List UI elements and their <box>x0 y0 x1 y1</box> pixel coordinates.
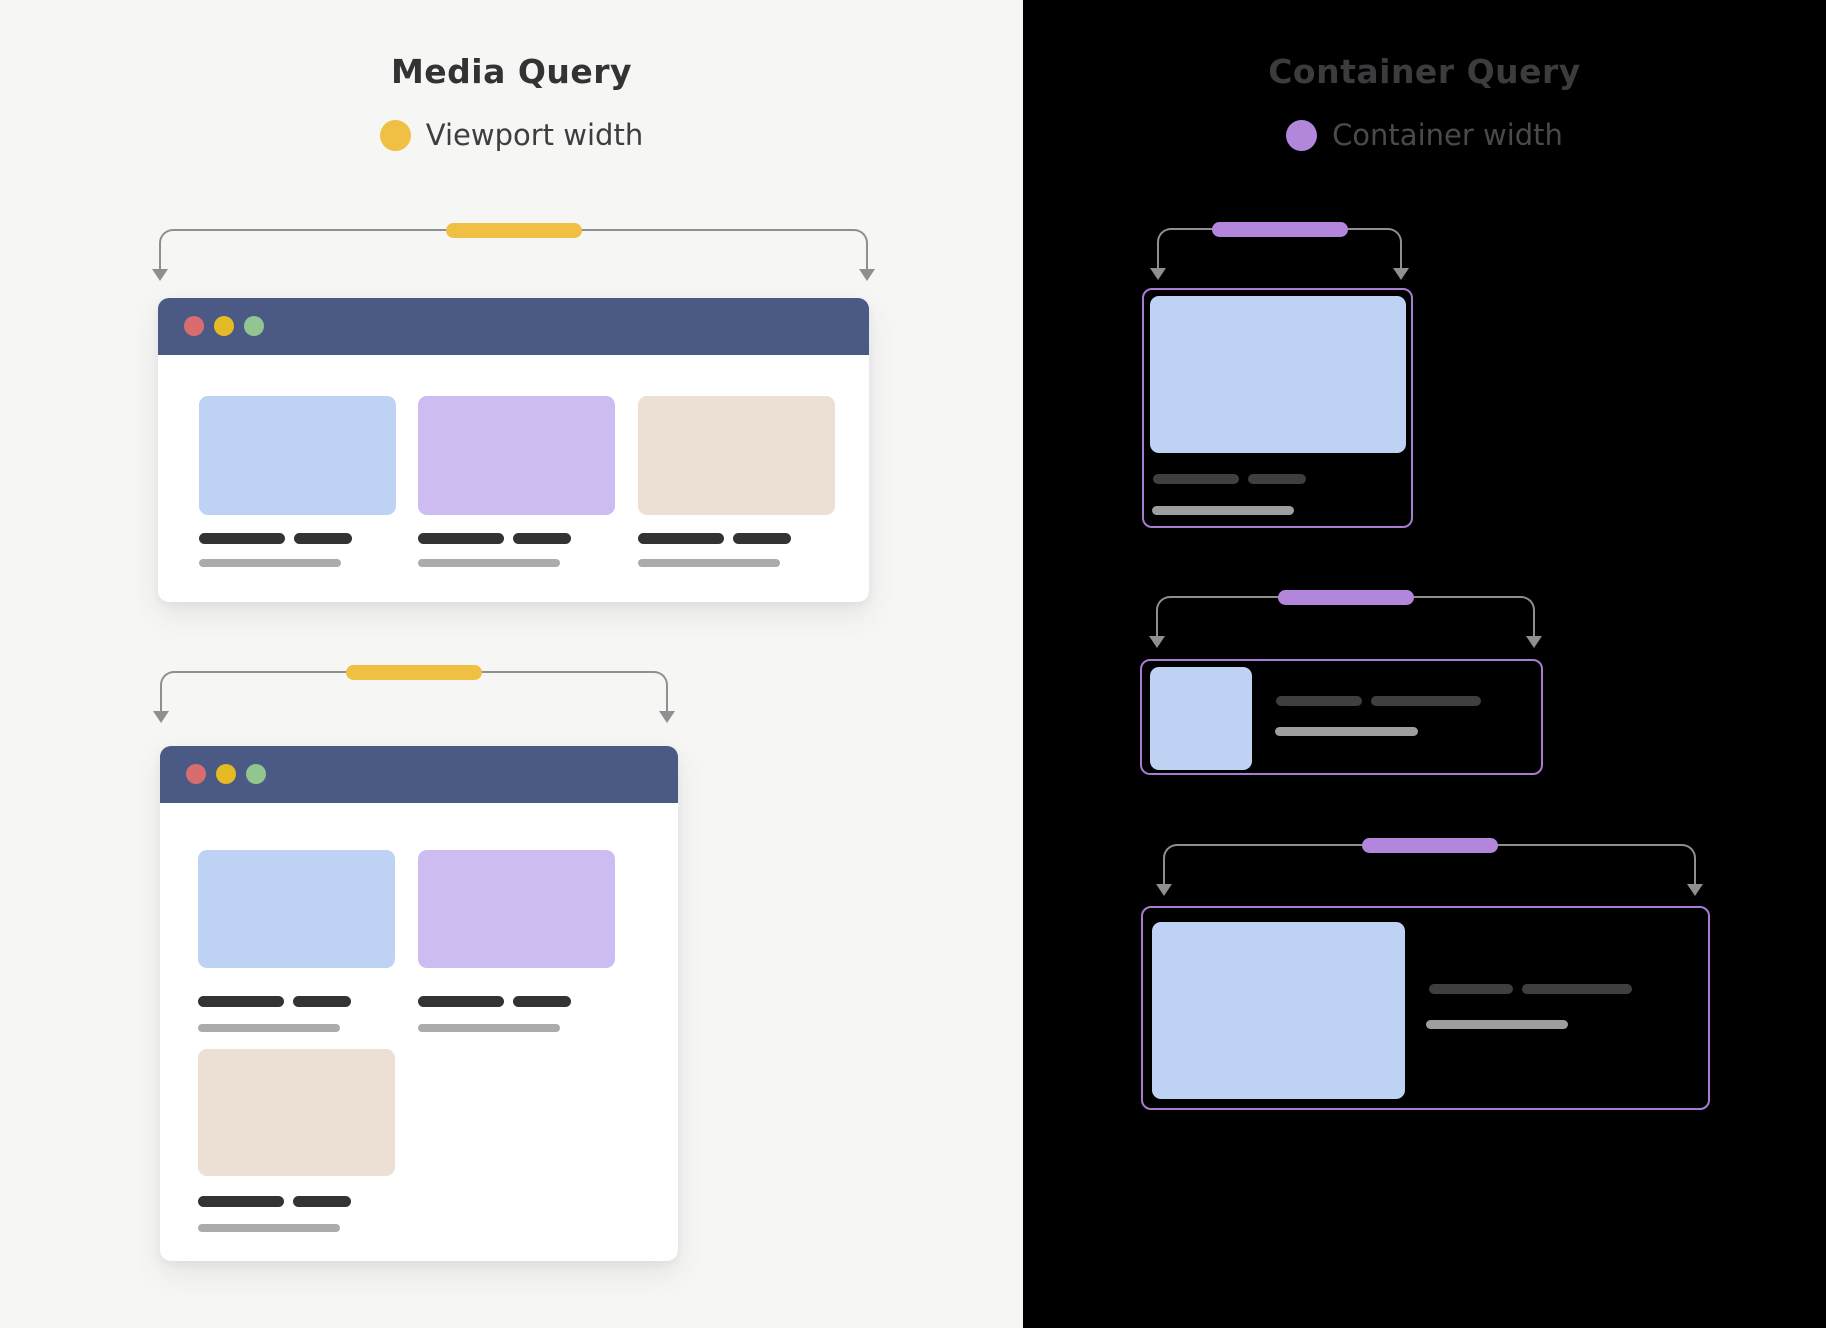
maximize-dot-icon <box>246 764 266 784</box>
card-thumbnail <box>638 396 835 515</box>
queried-container-medium <box>1140 659 1543 775</box>
container-query-title: Container Query <box>1268 52 1581 91</box>
text-line-placeholder <box>198 996 284 1007</box>
text-line-placeholder <box>1248 474 1306 484</box>
text-line-placeholder <box>1275 727 1418 736</box>
text-line-placeholder <box>513 996 571 1007</box>
text-line-placeholder <box>198 1196 284 1207</box>
arrow-down-icon <box>1149 636 1165 648</box>
container-width-label: Container width <box>1332 118 1563 152</box>
media-query-panel: Media Query Viewport width <box>0 52 1023 1261</box>
viewport-width-bracket-wide <box>152 223 875 281</box>
container-width-bracket-wide <box>1156 838 1703 896</box>
card-thumbnail <box>198 850 395 968</box>
browser-window-narrow <box>160 746 678 1261</box>
card-thumbnail <box>1150 296 1406 453</box>
text-line-placeholder <box>1276 696 1362 706</box>
text-line-placeholder <box>1429 984 1513 994</box>
text-line-placeholder <box>418 996 504 1007</box>
text-line-placeholder <box>638 559 780 567</box>
browser-window-wide <box>158 298 869 602</box>
text-line-placeholder <box>1522 984 1632 994</box>
arrow-down-icon <box>1393 268 1409 280</box>
text-line-placeholder <box>418 533 504 544</box>
card-thumbnail <box>1152 922 1405 1099</box>
arrow-down-icon <box>1156 884 1172 896</box>
text-line-placeholder <box>198 1224 340 1232</box>
card-title-lines <box>198 1196 351 1207</box>
card-thumbnail <box>418 396 615 515</box>
text-line-placeholder <box>198 1024 340 1032</box>
arrow-down-icon <box>659 711 675 723</box>
card-thumbnail <box>198 1049 395 1176</box>
text-line-placeholder <box>1371 696 1481 706</box>
viewport-width-pill <box>346 665 482 680</box>
card-title-lines <box>198 996 351 1007</box>
container-width-pill <box>1361 838 1498 853</box>
text-line-placeholder <box>638 533 724 544</box>
browser-titlebar <box>158 298 869 355</box>
text-line-placeholder <box>733 533 791 544</box>
media-query-legend: Viewport width <box>0 118 1023 152</box>
text-line-placeholder <box>513 533 571 544</box>
text-line-placeholder <box>293 1196 351 1207</box>
text-line-placeholder <box>1153 474 1239 484</box>
card-title-lines <box>199 533 352 544</box>
card-title-lines <box>1429 984 1632 994</box>
text-line-placeholder <box>418 559 560 567</box>
card-title-lines <box>418 533 571 544</box>
text-line-placeholder <box>293 996 351 1007</box>
close-dot-icon <box>186 764 206 784</box>
minimize-dot-icon <box>216 764 236 784</box>
media-query-title: Media Query <box>390 52 633 91</box>
viewport-width-bracket-narrow <box>153 665 675 723</box>
maximize-dot-icon <box>244 316 264 336</box>
arrow-down-icon <box>1526 636 1542 648</box>
card-thumbnail <box>199 396 396 515</box>
close-dot-icon <box>184 316 204 336</box>
viewport-width-pill <box>445 223 582 238</box>
container-query-panel: Container Query Container width <box>1023 0 1826 1328</box>
viewport-width-label: Viewport width <box>425 118 644 152</box>
queried-container-small <box>1142 288 1413 528</box>
card-title-lines <box>1276 696 1481 706</box>
arrow-down-icon <box>153 711 169 723</box>
card-title-lines <box>638 533 791 544</box>
text-line-placeholder <box>199 533 285 544</box>
viewport-width-dot-icon <box>379 119 411 151</box>
minimize-dot-icon <box>214 316 234 336</box>
text-line-placeholder <box>199 559 341 567</box>
card-thumbnail <box>1150 667 1252 770</box>
text-line-placeholder <box>1426 1020 1568 1029</box>
container-width-pill <box>1277 590 1414 605</box>
arrow-down-icon <box>859 269 875 281</box>
arrow-down-icon <box>1150 268 1166 280</box>
browser-titlebar <box>160 746 678 803</box>
card-title-lines <box>1153 474 1306 484</box>
container-width-pill <box>1211 222 1348 237</box>
container-width-bracket-medium <box>1149 590 1542 648</box>
arrow-down-icon <box>152 269 168 281</box>
container-query-legend: Container width <box>1023 118 1826 152</box>
arrow-down-icon <box>1687 884 1703 896</box>
text-line-placeholder <box>1152 506 1294 515</box>
container-width-bracket-small <box>1150 222 1409 280</box>
queried-container-wide <box>1141 906 1710 1110</box>
card-thumbnail <box>418 850 615 968</box>
text-line-placeholder <box>294 533 352 544</box>
text-line-placeholder <box>418 1024 560 1032</box>
card-title-lines <box>418 996 571 1007</box>
container-width-dot-icon <box>1286 119 1318 151</box>
